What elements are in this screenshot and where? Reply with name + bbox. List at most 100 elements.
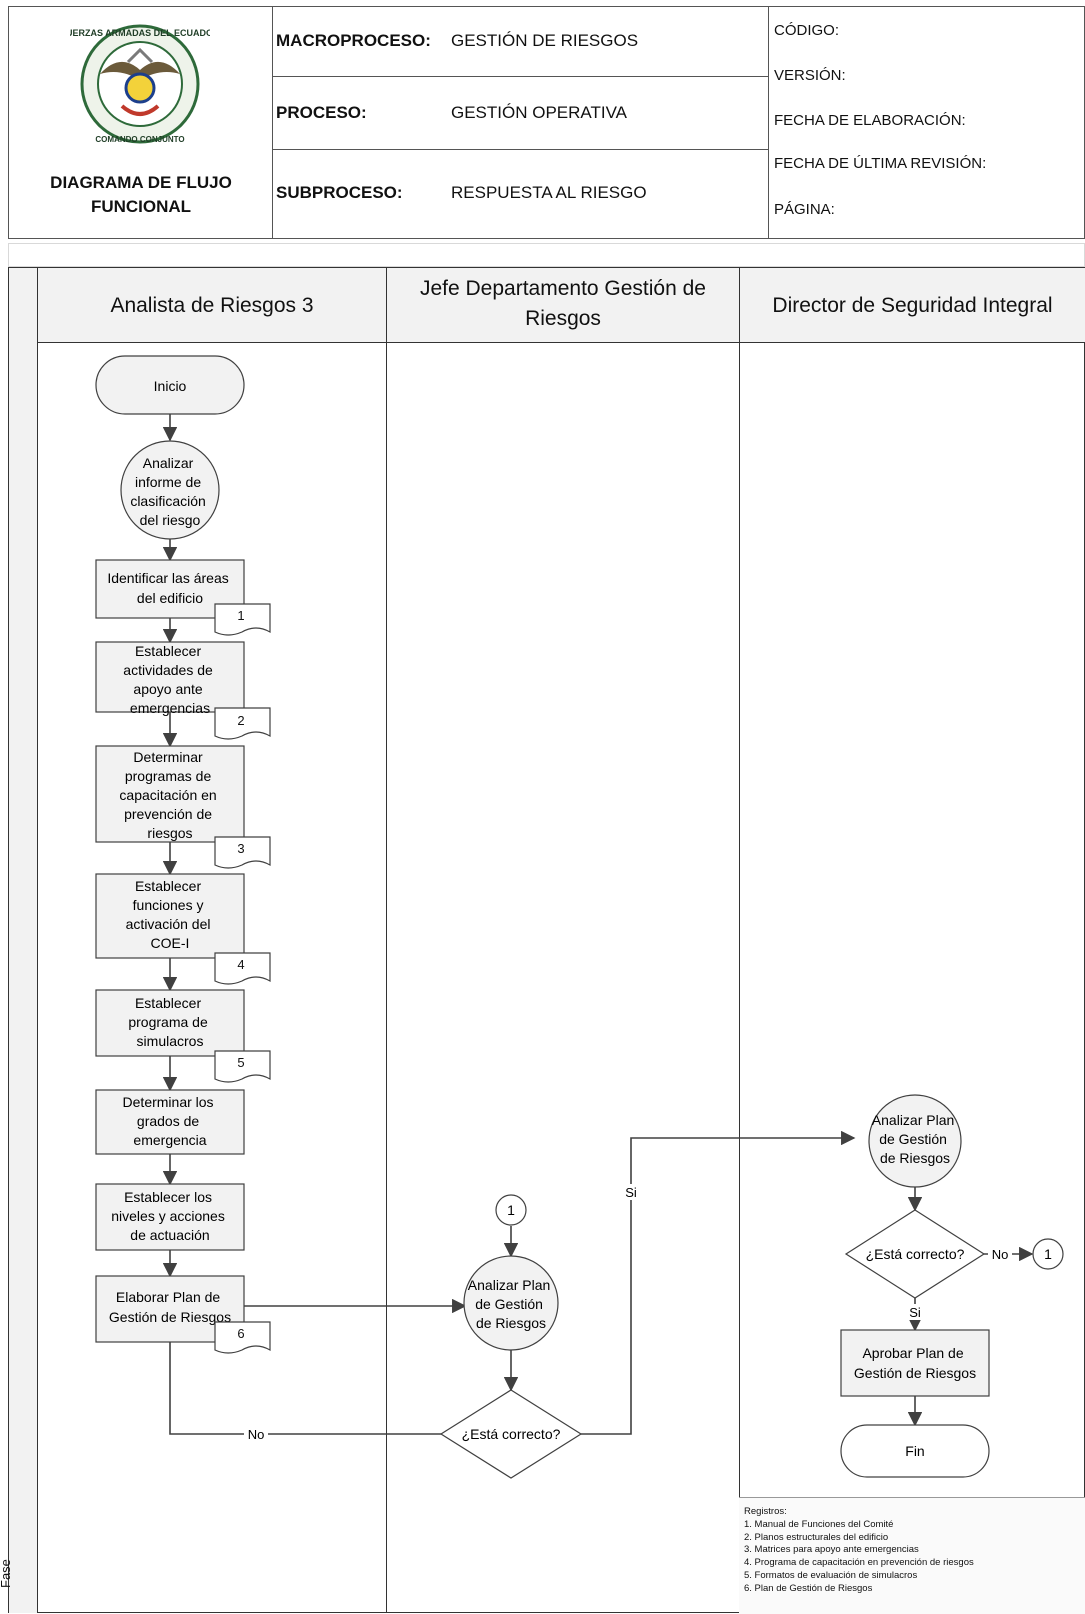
- node-text: Determinar: [133, 749, 203, 765]
- document-number: 1: [237, 608, 244, 623]
- diagram-title: DIAGRAMA DE FLUJO FUNCIONAL: [50, 173, 232, 216]
- end-label: Fin: [905, 1443, 924, 1459]
- node-text: Establecer: [135, 643, 201, 659]
- lane-title-analista: Analista de Riesgos 3: [110, 294, 314, 317]
- label-si-down: Si: [906, 1304, 924, 1320]
- svg-text:Identificar las áreas de: Identificar las áreas del edificio: [107, 570, 232, 606]
- process-elaborar-plan: Elaborar Plan de Gestión de Riesgos: [95, 1275, 245, 1343]
- phase-column: [9, 268, 38, 1613]
- record-item: 6. Plan de Gestión de Riesgos: [744, 1582, 873, 1594]
- edge-label-no: No: [992, 1247, 1009, 1262]
- svg-text:Analizar informe de: Analizar informe de clasificación del ri…: [130, 455, 209, 528]
- connector-label: 1: [1044, 1246, 1052, 1262]
- edge-label-no: No: [248, 1427, 265, 1442]
- node-text: informe de: [135, 474, 201, 490]
- node-text: Identificar las áreas: [107, 570, 228, 586]
- header-divider-logo: [272, 6, 273, 239]
- decision-label: ¿Está correcto?: [462, 1426, 561, 1442]
- node-text: Analizar: [143, 455, 194, 471]
- process-establecer-funciones: Establecer funciones y activación del CO…: [95, 873, 245, 959]
- subproceso-label: SUBPROCESO:: [276, 183, 403, 202]
- node-text: Gestión de Riesgos: [109, 1309, 231, 1325]
- node-text: del riesgo: [140, 512, 201, 528]
- process-establecer-simulacros: Establecer programa de simulacros: [95, 989, 245, 1057]
- node-text: funciones y: [133, 897, 204, 913]
- svg-text:Establecer los niveles y: Establecer los niveles y acciones de act…: [111, 1189, 229, 1243]
- macroproceso-label: MACROPROCESO:: [276, 31, 431, 50]
- process-determinar-programas: Determinar programas de capacitación en …: [95, 745, 245, 843]
- node-text: niveles y acciones: [111, 1208, 225, 1224]
- record-item: 4. Programa de capacitación en prevenció…: [744, 1557, 974, 1569]
- subproceso-value: RESPUESTA AL RIESGO: [451, 183, 647, 202]
- svg-text:Establecer funciones y: Establecer funciones y activación del CO…: [126, 878, 215, 951]
- svg-text:Determinar los grados de: Determinar los grados de emergencia: [123, 1094, 218, 1148]
- fecha-revision-field: FECHA DE ÚLTIMA REVISIÓN:: [774, 155, 987, 172]
- node-text: emergencia: [133, 1132, 206, 1148]
- document-icon: 2: [214, 707, 271, 740]
- document-number: 2: [237, 713, 244, 728]
- codigo-field: CÓDIGO:: [774, 22, 840, 39]
- node-text: Establecer: [135, 878, 201, 894]
- process-establecer-niveles: Establecer los niveles y acciones de act…: [95, 1183, 245, 1251]
- label-no-right: No: [988, 1246, 1012, 1262]
- node-text: Elaborar Plan de: [116, 1289, 221, 1305]
- document-number: 4: [237, 957, 244, 972]
- lane-title-jefe: Jefe Departamento Gestión de Riesgos: [419, 277, 706, 330]
- lane-divider: [739, 268, 740, 1613]
- process-determinar-grados: Determinar los grados de emergencia: [95, 1089, 245, 1155]
- end-terminator: Fin: [840, 1424, 990, 1478]
- node-text: programas de: [125, 768, 212, 784]
- document-icon: 4: [214, 952, 271, 985]
- node-text: apoyo ante: [133, 681, 202, 697]
- connector-circle-in: 1: [495, 1194, 527, 1226]
- node-text: COE-I: [151, 935, 190, 951]
- start-terminator: Inicio: [95, 355, 245, 415]
- process-identificar-areas: Identificar las áreas del edificio: [95, 559, 245, 619]
- decision-esta-correcto-director: ¿Está correcto?: [844, 1209, 986, 1299]
- document-icon: 3: [214, 836, 271, 869]
- header-row-divider: [272, 149, 768, 150]
- version-field: VERSIÓN:: [774, 67, 846, 84]
- macroproceso-value: GESTIÓN DE RIESGOS: [451, 31, 639, 50]
- logo-text-bottom: COMANDO CONJUNTO: [95, 135, 184, 144]
- connector-circle-out: 1: [1032, 1238, 1064, 1270]
- record-item: 5. Formatos de evaluación de simulacros: [744, 1569, 918, 1581]
- lane-divider: [386, 268, 387, 1613]
- svg-text:Elaborar Plan de Gestión: Elaborar Plan de Gestión de Riesgos: [109, 1289, 231, 1325]
- edge-label-si: Si: [625, 1185, 637, 1200]
- record-item: 1. Manual de Funciones del Comité: [744, 1518, 894, 1530]
- document-number: 5: [237, 1055, 244, 1070]
- svg-text:Analizar Plan de Gestión: Analizar Plan de Gestión de Riesgos: [468, 1277, 554, 1331]
- process-circle-analizar-plan-director: Analizar Plan de Gestión de Riesgos: [868, 1094, 962, 1188]
- node-text: capacitación en: [119, 787, 216, 803]
- lane-title-director: Director de Seguridad Integral: [772, 294, 1053, 317]
- node-text: grados de: [137, 1113, 199, 1129]
- svg-text:Establecer programa de: Establecer programa de simulacros: [128, 995, 211, 1049]
- process-circle-analizar-plan-jefe: Analizar Plan de Gestión de Riesgos: [463, 1255, 559, 1351]
- edge-label-si: Si: [909, 1305, 921, 1320]
- node-text: activación del: [126, 916, 211, 932]
- process-establecer-actividades: Establecer actividades de apoyo ante eme…: [95, 641, 245, 716]
- node-text: emergencias: [130, 700, 210, 716]
- process-circle-analizar-informe: Analizar informe de clasificación del ri…: [120, 440, 220, 540]
- svg-text:Establecer actividades d: Establecer actividades de apoyo ante eme…: [123, 643, 216, 716]
- node-text: Analizar Plan: [872, 1112, 955, 1128]
- node-text: prevención de: [124, 806, 212, 822]
- node-text: Gestión de Riesgos: [854, 1365, 976, 1381]
- header-row-divider: [272, 76, 768, 77]
- node-text: Analizar Plan: [468, 1277, 551, 1293]
- svg-text:Analizar Plan de Gestión: Analizar Plan de Gestión de Riesgos: [872, 1112, 958, 1166]
- document-icon: 6: [214, 1321, 271, 1354]
- node-text: Establecer los: [124, 1189, 212, 1205]
- fecha-elaboracion-field: FECHA DE ELABORACIÓN:: [774, 112, 966, 129]
- node-text: riesgos: [147, 825, 192, 841]
- node-text: simulacros: [137, 1033, 204, 1049]
- proceso-label: PROCESO:: [276, 103, 367, 122]
- record-item: 2. Planos estructurales del edificio: [744, 1531, 889, 1543]
- logo-text-top: FUERZAS ARMADAS DEL ECUADOR: [70, 28, 210, 38]
- decision-label: ¿Está correcto?: [866, 1246, 965, 1262]
- lane-header-band: [38, 268, 1085, 343]
- connector-label: 1: [507, 1202, 515, 1218]
- decision-esta-correcto-jefe: ¿Está correcto?: [439, 1389, 583, 1479]
